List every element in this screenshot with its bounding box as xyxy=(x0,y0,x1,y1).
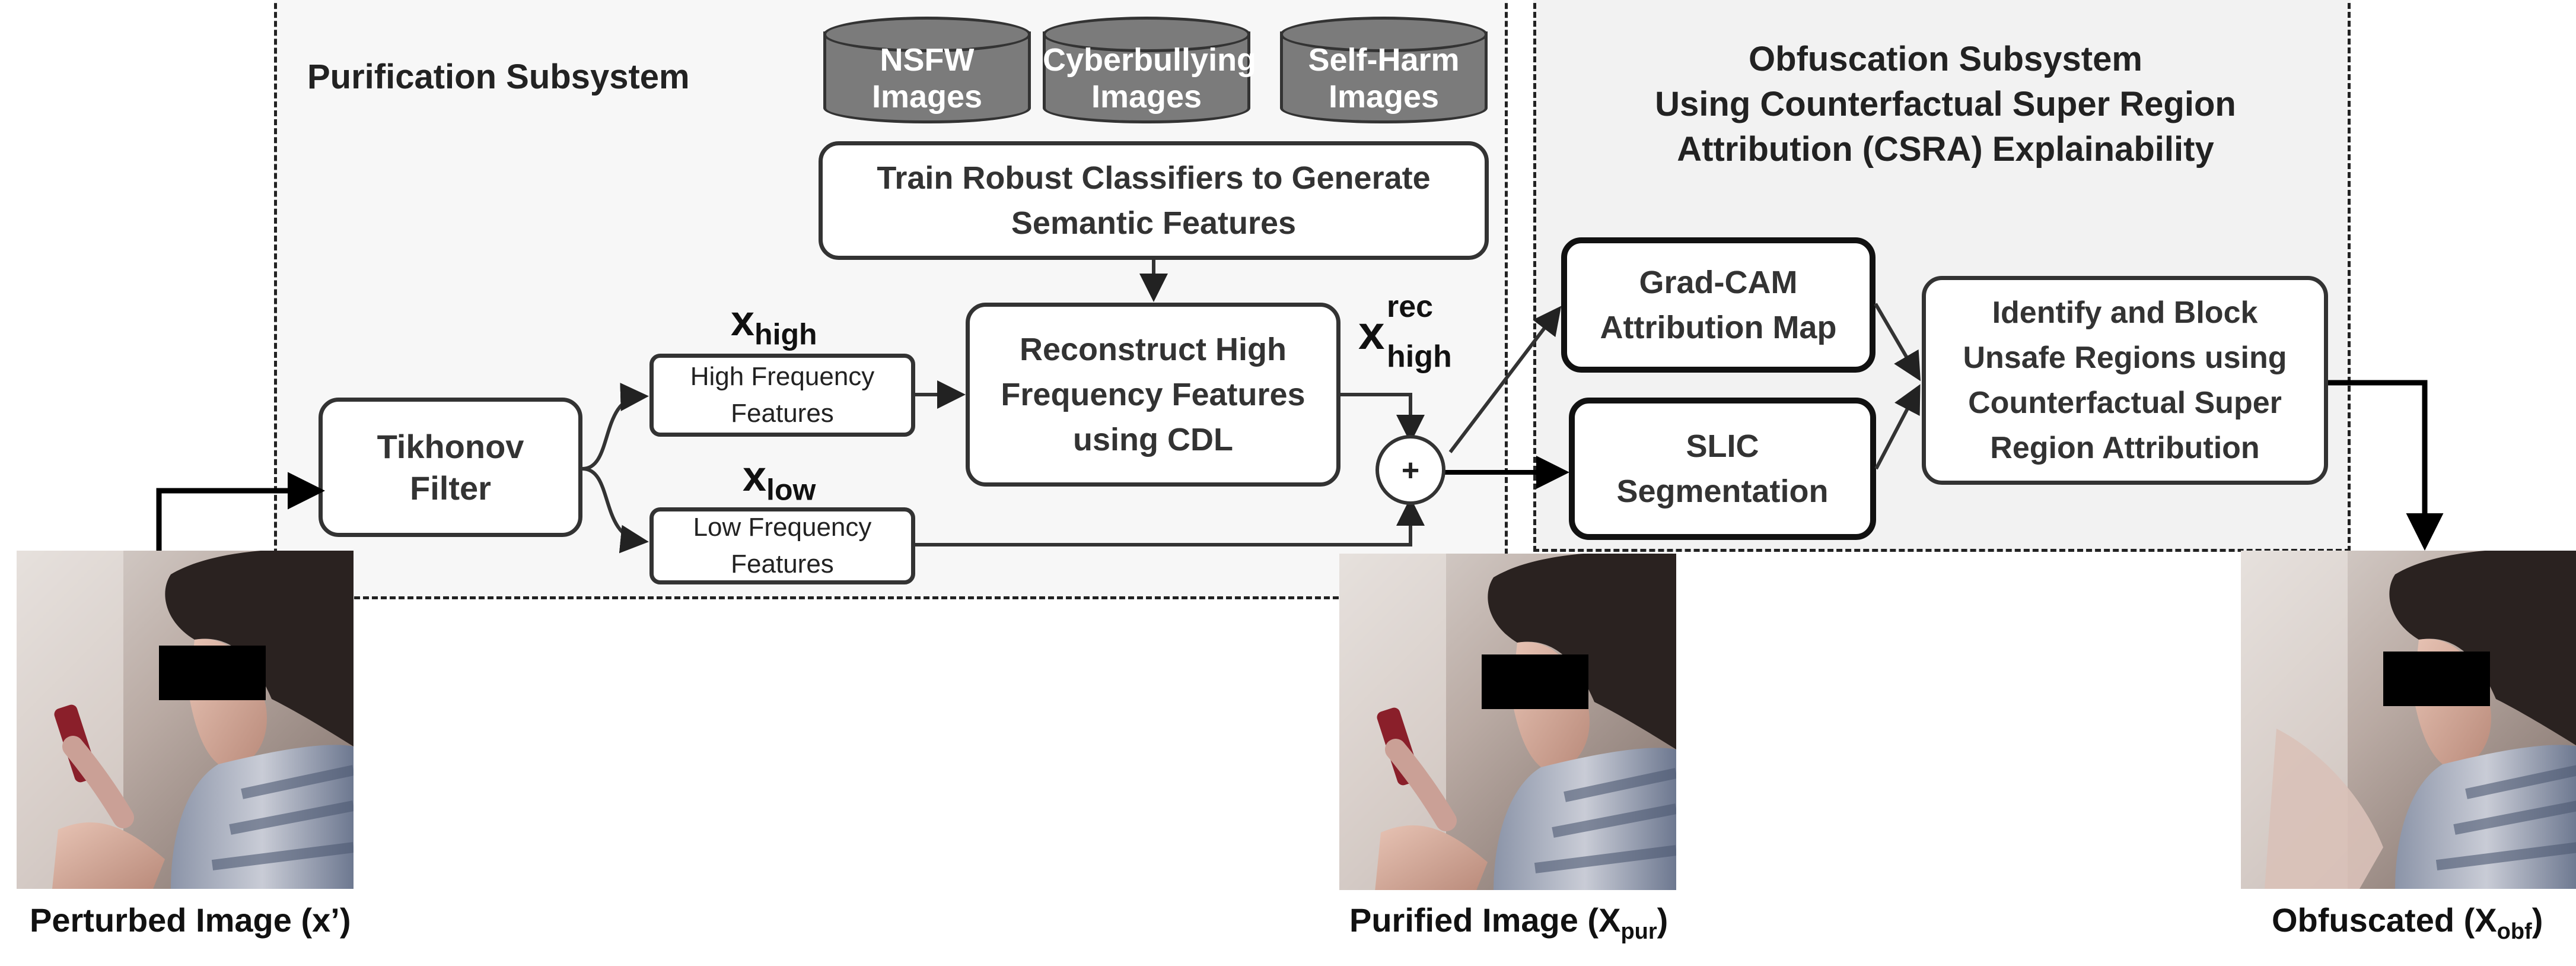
x-high-base: x xyxy=(731,297,755,345)
x-high-sub: high xyxy=(754,317,817,351)
train-box-line1: Train Robust Classifiers to Generate xyxy=(877,160,1431,196)
reconstruct-line1: Reconstruct High xyxy=(1019,332,1287,367)
tikhonov-line2: Filter xyxy=(410,469,491,507)
gradcam-line1: Grad-CAM xyxy=(1639,265,1798,300)
identify-line4: Region Attribution xyxy=(1990,431,2260,465)
dataset-label: NSFW xyxy=(880,42,975,78)
tikhonov-line1: Tikhonov xyxy=(377,427,524,465)
reconstruct-line3: using CDL xyxy=(1073,422,1233,457)
high-freq-line1: High Frequency xyxy=(690,362,875,391)
obfuscated-caption: Obfuscated (Xobf) xyxy=(2272,901,2543,945)
x-low-label: xlow xyxy=(743,452,816,507)
obfuscation-title-line2: Using Counterfactual Super Region xyxy=(1655,85,2236,123)
x-rec-sup: rec xyxy=(1387,290,1434,324)
slic-segmentation-box: SLIC Segmentation xyxy=(1569,398,1876,540)
dataset-label: Images xyxy=(1328,79,1440,115)
arrow-input-to-tikhonov xyxy=(156,472,325,551)
censor-bar xyxy=(159,646,266,700)
arrow-tikhonov-to-high xyxy=(582,383,649,471)
obfuscated-image xyxy=(2241,551,2576,889)
arrow-tikhonov-to-low xyxy=(582,467,649,554)
perturbed-caption: Perturbed Image (x’) xyxy=(30,901,351,939)
dataset-label: Images xyxy=(871,79,983,115)
purified-caption-sub: pur xyxy=(1620,919,1657,945)
purified-caption: Purified Image (Xpur) xyxy=(1349,901,1668,945)
low-freq-line2: Features xyxy=(731,549,834,579)
obfuscated-caption-main: Obfuscated (X xyxy=(2272,901,2497,939)
identify-line1: Identify and Block xyxy=(1992,295,2258,330)
low-freq-line1: Low Frequency xyxy=(693,513,872,542)
arrow-slic-to-identify xyxy=(1874,384,1921,470)
identify-line2: Unsafe Regions using xyxy=(1963,341,2287,375)
dataset-label: Cyberbullying xyxy=(1043,42,1257,78)
x-rec-sub: high xyxy=(1387,339,1452,374)
gradcam-attribution-box: Grad-CAM Attribution Map xyxy=(1561,237,1876,373)
purified-image xyxy=(1339,554,1676,890)
x-high-label: xhigh xyxy=(731,297,817,351)
arrow-low-to-sum xyxy=(915,497,1425,546)
high-freq-line2: Features xyxy=(731,399,834,428)
obfuscated-caption-end: ) xyxy=(2532,901,2543,939)
arrow-reconstruct-to-sum xyxy=(1340,393,1425,443)
obfuscated-caption-sub: obf xyxy=(2497,919,2532,945)
sum-symbol: + xyxy=(1402,453,1419,488)
censor-bar xyxy=(1482,654,1588,709)
censor-bar xyxy=(2383,652,2490,706)
purified-caption-end: ) xyxy=(1657,901,1668,939)
obfuscation-title: Obfuscation Subsystem Using Counterfactu… xyxy=(1542,37,2349,172)
arrow-identify-to-output xyxy=(2328,380,2444,551)
obfuscation-title-line3: Attribution (CSRA) Explainability xyxy=(1677,130,2214,169)
reconstruct-line2: Frequency Features xyxy=(1001,377,1305,412)
perturbed-image xyxy=(17,551,354,889)
train-box-line2: Semantic Features xyxy=(1011,205,1297,241)
gradcam-line2: Attribution Map xyxy=(1600,310,1837,345)
slic-line1: SLIC xyxy=(1686,428,1759,464)
arrow-sum-to-gradcam xyxy=(1448,306,1562,453)
purification-title: Purification Subsystem xyxy=(307,58,690,96)
slic-line2: Segmentation xyxy=(1616,474,1829,509)
x-low-sub: low xyxy=(766,473,816,507)
purified-caption-main: Purified Image (X xyxy=(1349,901,1621,939)
dataset-label: Self-Harm xyxy=(1308,42,1460,78)
obfuscation-title-line1: Obfuscation Subsystem xyxy=(1749,40,2142,78)
identify-line3: Counterfactual Super xyxy=(1968,386,2282,420)
dataset-label: Images xyxy=(1091,79,1202,115)
x-low-base: x xyxy=(743,453,767,500)
x-rec-base: x xyxy=(1358,306,1385,359)
arrow-gradcam-to-identify xyxy=(1874,303,1921,382)
sum-node: + xyxy=(1375,435,1445,505)
x-rec-high-label: x rec high xyxy=(1358,290,1452,374)
